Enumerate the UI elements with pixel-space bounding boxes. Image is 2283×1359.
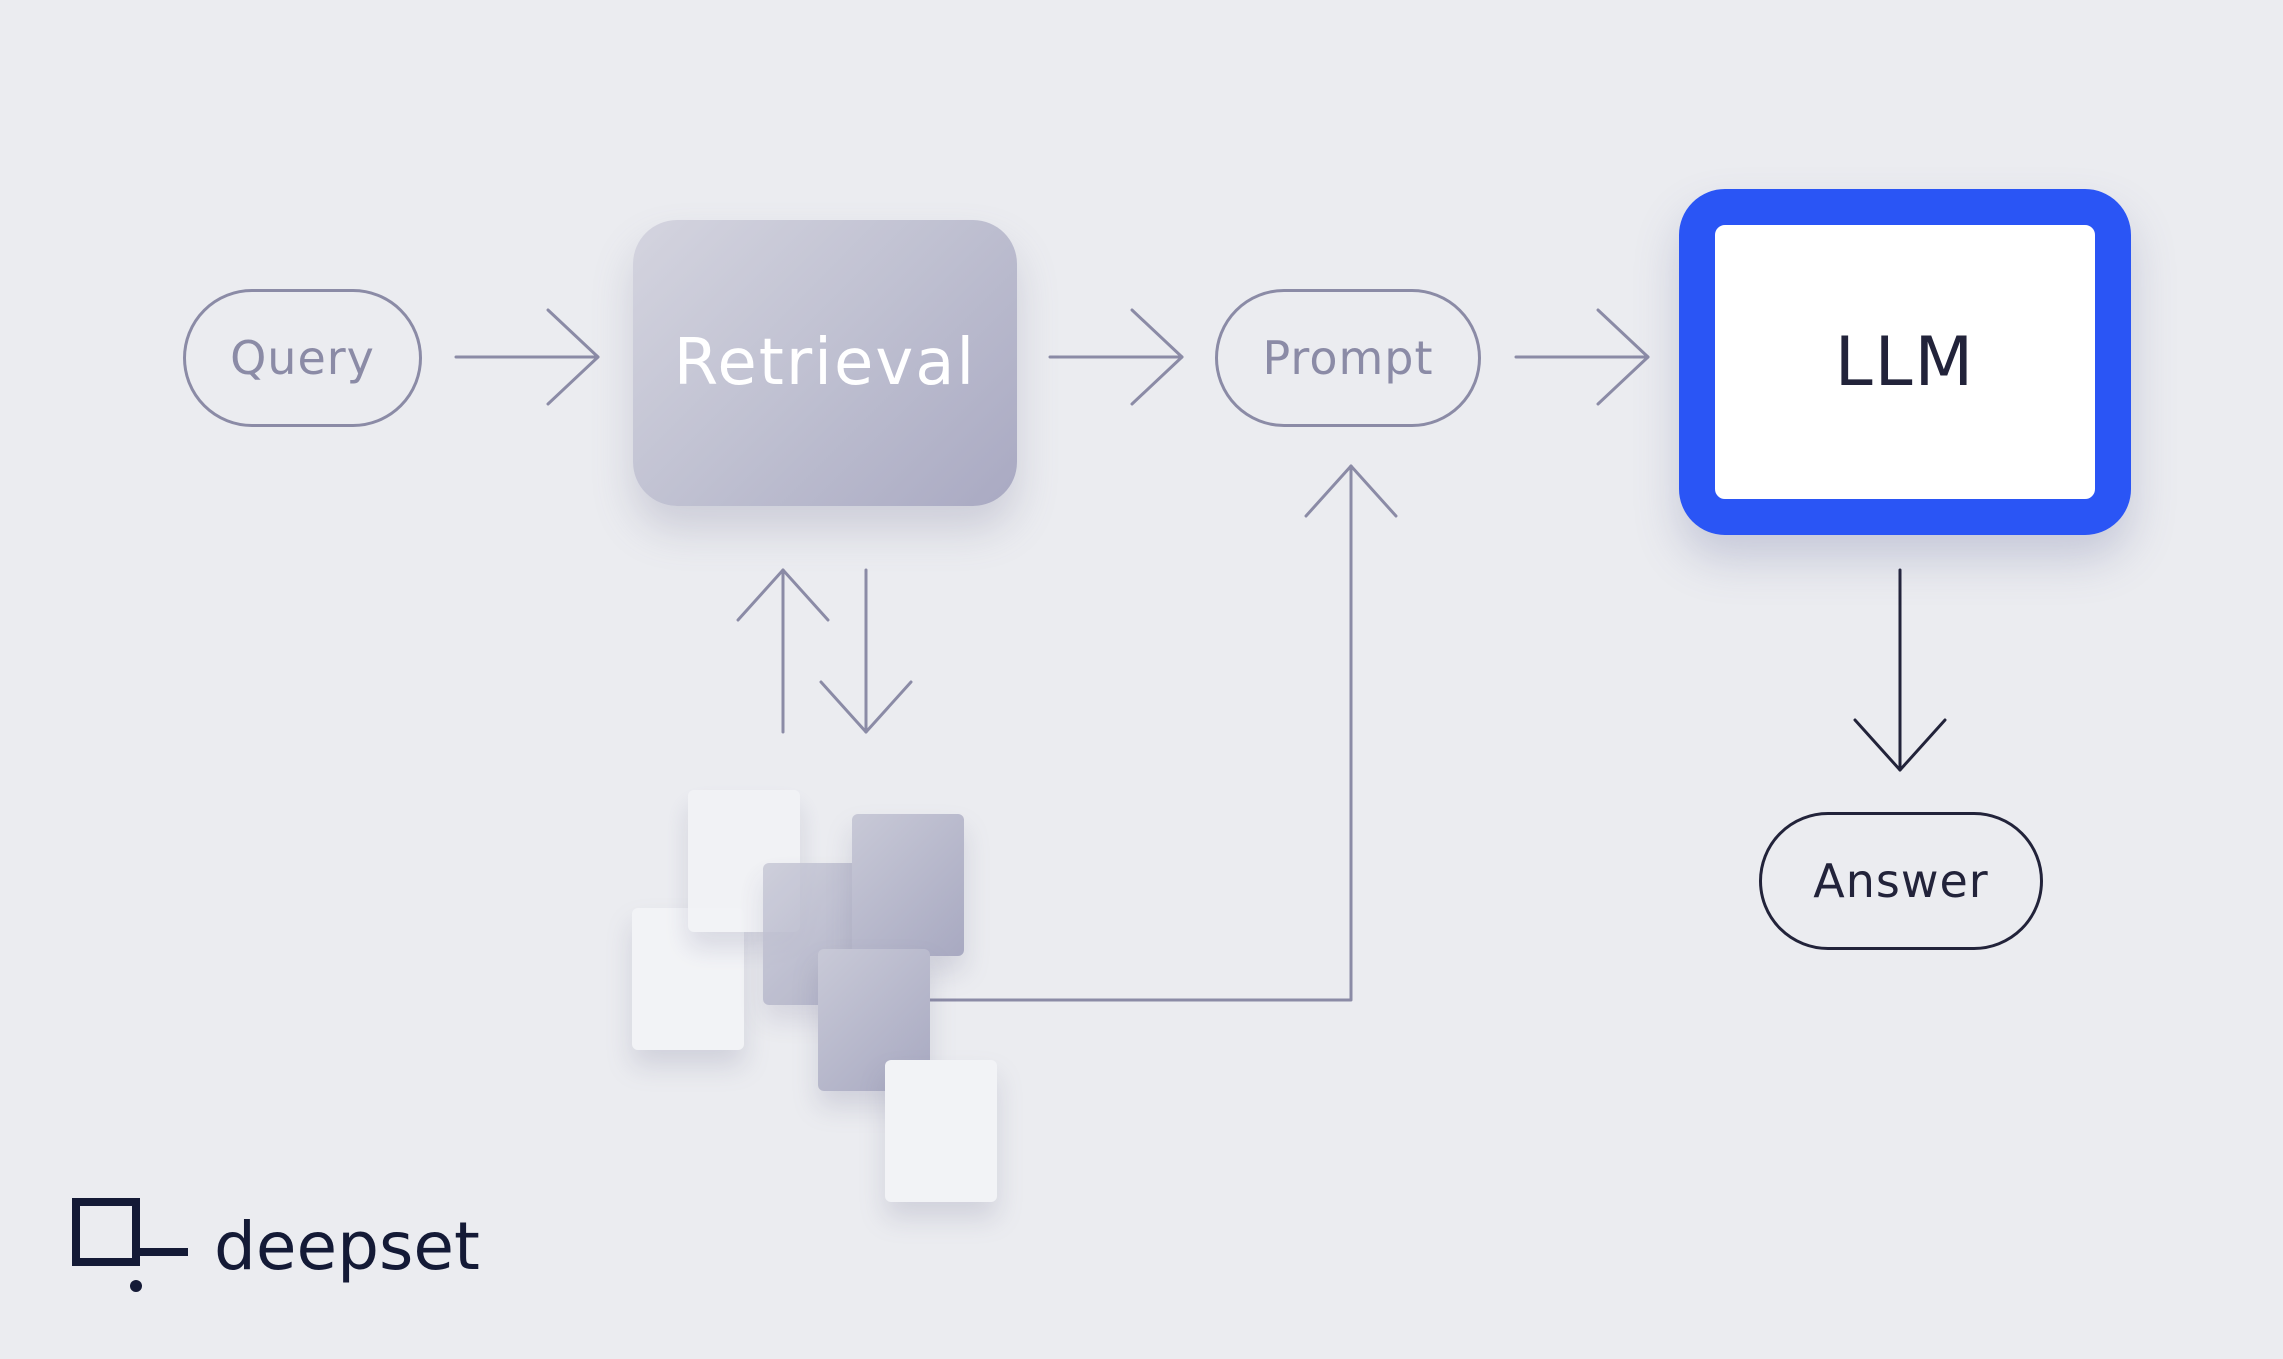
answer-label: Answer — [1813, 854, 1988, 908]
arrow-documents-to-retrieval — [738, 570, 828, 732]
prompt-label: Prompt — [1262, 331, 1433, 385]
retrieval-label: Retrieval — [674, 326, 976, 400]
brand: deepset — [72, 1198, 480, 1296]
query-node: Query — [183, 289, 422, 427]
retrieval-node: Retrieval — [633, 220, 1017, 506]
llm-node: LLM — [1679, 189, 2131, 535]
arrow-query-to-retrieval — [456, 310, 598, 404]
document-icon — [852, 814, 964, 956]
arrow-prompt-to-llm — [1516, 310, 1648, 404]
brand-name: deepset — [214, 1214, 480, 1280]
document-icon — [885, 1060, 997, 1202]
arrow-retrieval-to-documents — [821, 570, 911, 732]
prompt-node: Prompt — [1215, 289, 1481, 427]
llm-label: LLM — [1835, 323, 1975, 402]
deepset-logo-icon — [72, 1198, 188, 1296]
arrow-llm-to-answer — [1855, 570, 1945, 770]
arrow-documents-to-prompt — [907, 466, 1396, 1000]
query-label: Query — [230, 331, 375, 385]
arrow-retrieval-to-prompt — [1050, 310, 1182, 404]
answer-node: Answer — [1759, 812, 2043, 950]
